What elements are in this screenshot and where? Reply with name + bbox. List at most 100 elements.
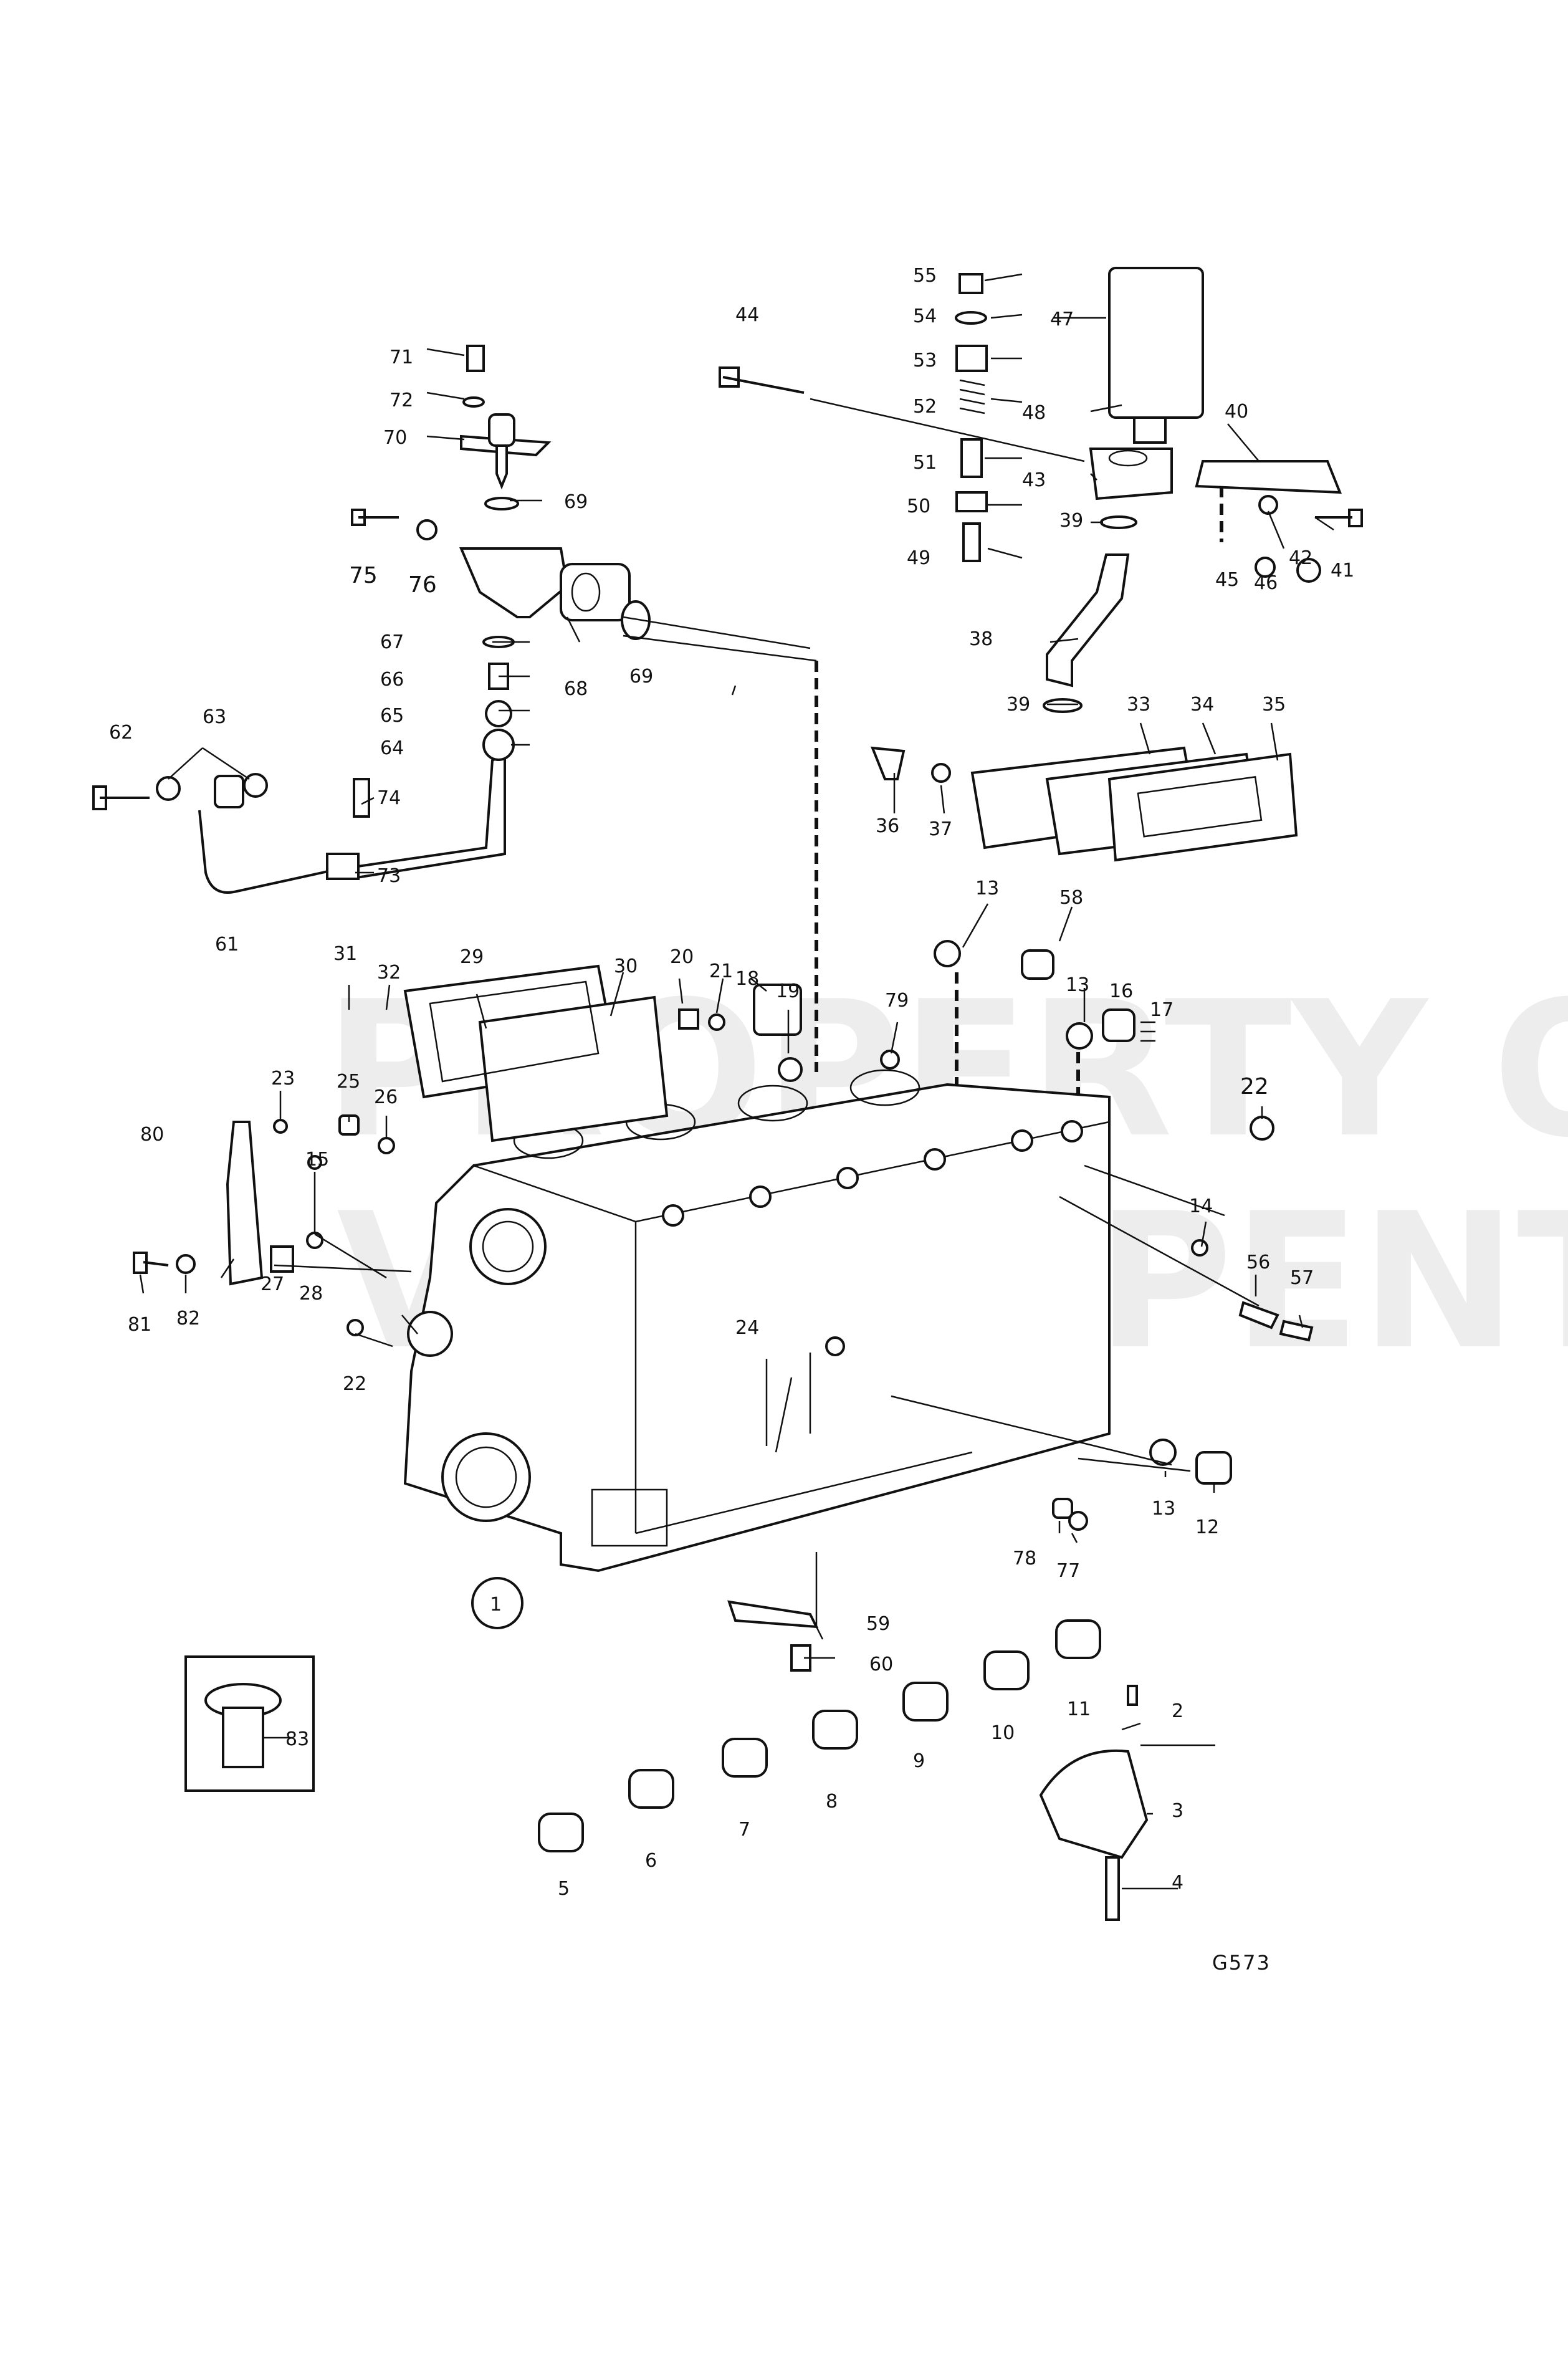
label-8: 8 [826,1791,838,1813]
label-73: 73 [377,865,401,887]
label-34: 34 [1190,694,1214,716]
label-55: 55 [913,265,937,287]
inspection-covers [870,746,1298,862]
oil-pipe-assembly [92,345,651,894]
label-25: 25 [337,1071,360,1093]
label-51: 51 [913,452,937,474]
label-27: 27 [261,1273,284,1295]
label-49: 49 [907,547,930,569]
label-19: 19 [776,980,800,1002]
label-9: 9 [913,1750,925,1772]
label-45: 45 [1215,569,1239,591]
label-4: 4 [1172,1872,1183,1894]
misc-small-parts [133,940,1314,1921]
label-80: 80 [140,1124,164,1146]
label-31: 31 [333,943,357,965]
label-54: 54 [913,305,937,327]
label-63: 63 [203,706,226,728]
side-covers [403,964,669,1142]
label-30: 30 [614,956,638,977]
label-29: 29 [460,946,484,968]
label-50: 50 [907,496,930,517]
label-64: 64 [380,737,404,759]
label-60: 60 [869,1654,893,1675]
label-56: 56 [1246,1252,1270,1273]
label-17: 17 [1150,999,1174,1021]
label-65: 65 [380,705,404,727]
oil-filter-assembly [719,267,1363,713]
main-bearings [538,1619,1101,1852]
ref-circle-1 [471,1577,523,1629]
label-6: 6 [645,1850,657,1872]
label-68: 68 [564,678,588,700]
label-40: 40 [1225,401,1248,423]
label-66: 66 [380,669,404,691]
label-33: 33 [1127,694,1150,716]
label-3: 3 [1172,1800,1183,1822]
label-13a: 13 [975,878,999,899]
label-5: 5 [558,1878,570,1900]
cylinder-block [403,1069,1111,1573]
label-46: 46 [1254,572,1278,594]
label-16: 16 [1109,980,1133,1002]
label-11: 11 [1067,1698,1091,1720]
label-72: 72 [390,390,413,411]
label-10: 10 [991,1722,1015,1744]
label-77: 77 [1056,1560,1080,1582]
label-36: 36 [876,815,899,837]
label-26: 26 [374,1086,398,1108]
label-21: 21 [709,960,733,982]
label-78: 78 [1013,1548,1036,1569]
label-23: 23 [271,1068,295,1090]
label-12: 12 [1195,1516,1219,1538]
label-82: 82 [176,1308,200,1329]
label-81: 81 [128,1314,151,1336]
label-13b: 13 [1066,974,1089,996]
label-42: 42 [1289,547,1312,569]
label-74: 74 [377,787,401,809]
label-62: 62 [109,722,133,744]
label-58: 58 [1059,887,1083,909]
label-35: 35 [1262,694,1286,716]
inset-detail-83 [184,1655,315,1792]
label-39a: 39 [1059,510,1083,532]
drawing-code: G573 [1212,1951,1271,1975]
label-67: 67 [380,631,404,653]
label-69b: 69 [629,666,653,687]
label-57: 57 [1290,1267,1314,1289]
label-39b: 39 [1006,694,1030,716]
label-38: 38 [969,628,993,650]
label-20: 20 [670,946,694,968]
label-76: 76 [408,572,437,598]
label-1: 1 [490,1594,502,1616]
label-61: 61 [215,934,239,956]
label-83: 83 [285,1728,309,1750]
label-70: 70 [383,427,407,449]
label-52: 52 [913,396,937,418]
label-59: 59 [866,1613,890,1635]
label-43: 43 [1022,469,1046,491]
label-48: 48 [1022,402,1046,424]
label-7: 7 [739,1819,750,1841]
label-71: 71 [390,347,413,368]
label-13c: 13 [1152,1498,1175,1520]
label-22a: 22 [1240,1074,1269,1099]
label-14: 14 [1189,1195,1213,1217]
label-28: 28 [299,1283,323,1305]
label-47: 47 [1050,309,1074,330]
label-79: 79 [885,990,909,1012]
label-15: 15 [305,1149,329,1171]
label-69a: 69 [564,491,588,513]
part-labels: 1 2 3 4 5 6 7 8 9 10 11 12 13 13 13 14 1… [109,265,1354,1975]
label-53: 53 [913,350,937,371]
label-37: 37 [929,818,952,840]
label-41: 41 [1331,560,1354,582]
label-44: 44 [735,304,759,326]
label-18: 18 [735,968,759,990]
label-75: 75 [349,563,378,588]
label-22b: 22 [343,1373,366,1395]
label-24: 24 [735,1317,759,1339]
leader-lines [139,273,1334,1890]
label-2: 2 [1172,1700,1183,1722]
